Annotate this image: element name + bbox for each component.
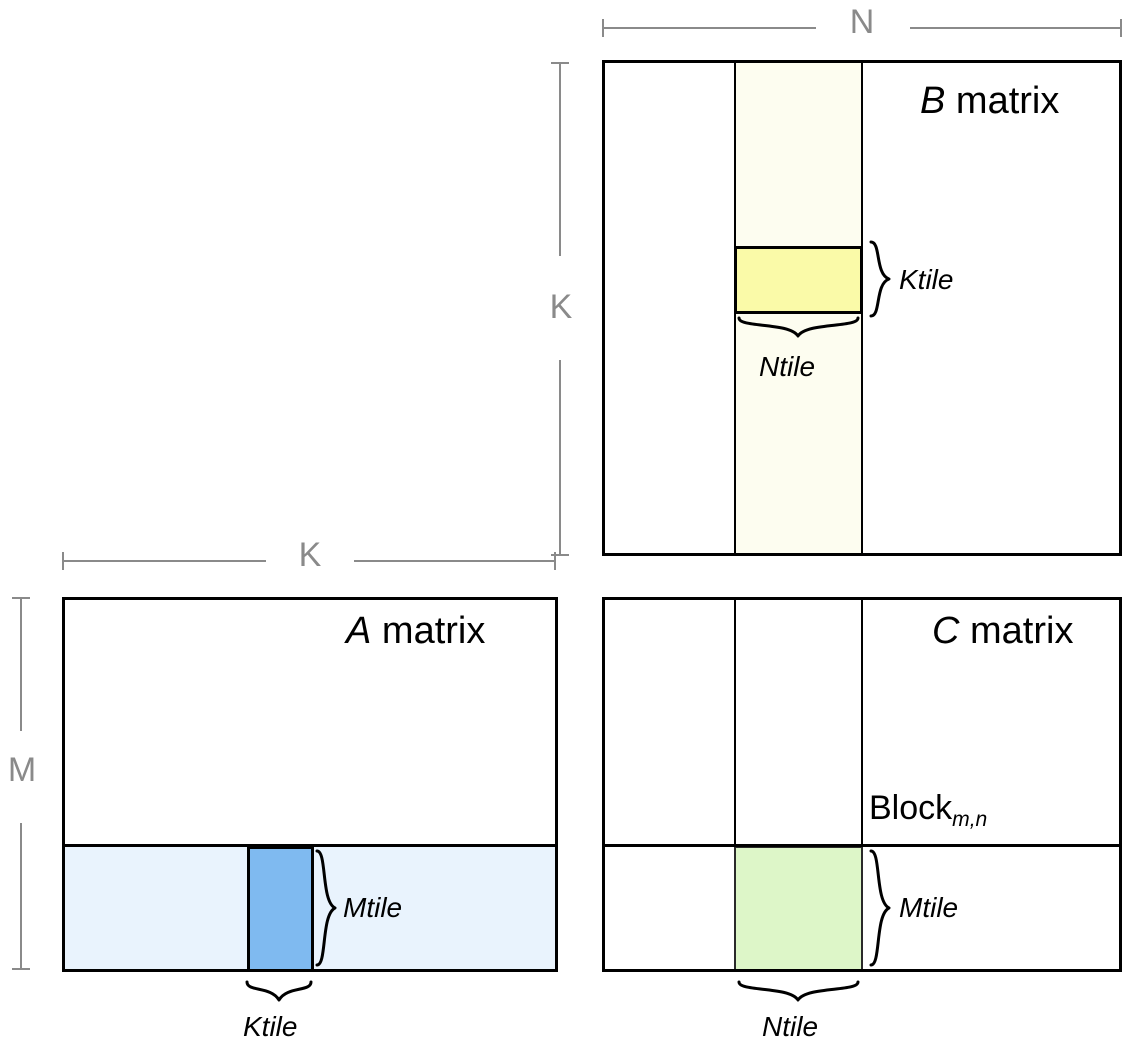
dim-cap-left [602, 19, 604, 37]
c-matrix-divider-row [605, 844, 1119, 847]
b-matrix-ktile-label: Ktile [899, 264, 954, 295]
dimension-rule-k-vertical: K [550, 62, 572, 556]
a-matrix-mtile-label: Mtile [343, 892, 403, 923]
dim-label-k-horizontal: K [298, 536, 322, 574]
b-matrix-ktile-brace [869, 240, 895, 318]
c-matrix-word: matrix [970, 610, 1074, 652]
c-matrix-divider-right [861, 600, 863, 844]
dim-line-left [64, 560, 266, 562]
c-matrix-divider-left [734, 600, 736, 844]
dimension-rule-k-horizontal: K [62, 538, 558, 572]
a-matrix-ktile-brace [245, 980, 313, 1006]
dim-line-bottom [20, 823, 22, 968]
c-matrix-mtile-brace [869, 849, 895, 967]
c-matrix-box [602, 597, 1122, 972]
b-matrix-ntile-label: Ntile [759, 351, 816, 382]
c-matrix-block-label: Blockm,n [869, 789, 987, 830]
dim-label-k-vertical: K [549, 288, 573, 326]
dim-cap-top [551, 62, 569, 64]
b-matrix-symbol: B [920, 80, 946, 122]
b-matrix-box [602, 60, 1122, 556]
a-matrix-ktile-label: Ktile [243, 1011, 298, 1042]
dim-line-bottom [559, 360, 561, 554]
c-matrix-title: C matrix [932, 612, 1073, 650]
dim-cap-right [554, 552, 556, 570]
dim-line-top [20, 599, 22, 731]
c-matrix-mtile-label: Mtile [899, 892, 959, 923]
a-matrix-word: matrix [381, 610, 486, 652]
dim-line-top [559, 64, 561, 256]
b-matrix-ktile-tile [734, 246, 863, 314]
dim-cap-bottom [551, 554, 569, 556]
dim-label-m: M [7, 751, 37, 789]
block-label-subscript: m,n [952, 808, 988, 832]
b-matrix-title: B matrix [920, 82, 1059, 120]
b-matrix-divider-right [861, 63, 863, 553]
a-matrix-mtile-brace [315, 849, 341, 967]
b-matrix-ntile-brace [737, 316, 860, 342]
dim-cap-bottom [12, 968, 30, 970]
c-matrix-ntile-brace [737, 980, 860, 1006]
dim-line-left [604, 27, 816, 29]
dimension-rule-m: M [8, 597, 36, 972]
a-matrix-symbol: A [346, 610, 372, 652]
dim-cap-top [12, 597, 30, 599]
dimension-rule-n: N [602, 5, 1122, 39]
dim-cap-left [62, 552, 64, 570]
dim-label-n: N [849, 3, 875, 41]
dim-line-right [354, 560, 554, 562]
a-matrix-divider-row [65, 844, 555, 847]
block-label-base: Block [869, 789, 953, 827]
c-matrix-symbol: C [932, 610, 960, 652]
dim-cap-right [1120, 19, 1122, 37]
a-matrix-box [62, 597, 558, 972]
a-matrix-title: A matrix [346, 612, 485, 650]
c-matrix-output-tile [734, 846, 863, 969]
c-matrix-ntile-label: Ntile [762, 1011, 819, 1042]
b-matrix-divider-left [734, 63, 736, 553]
a-matrix-ktile-tile [247, 846, 314, 969]
b-matrix-word: matrix [955, 80, 1060, 122]
dim-line-right [910, 27, 1120, 29]
